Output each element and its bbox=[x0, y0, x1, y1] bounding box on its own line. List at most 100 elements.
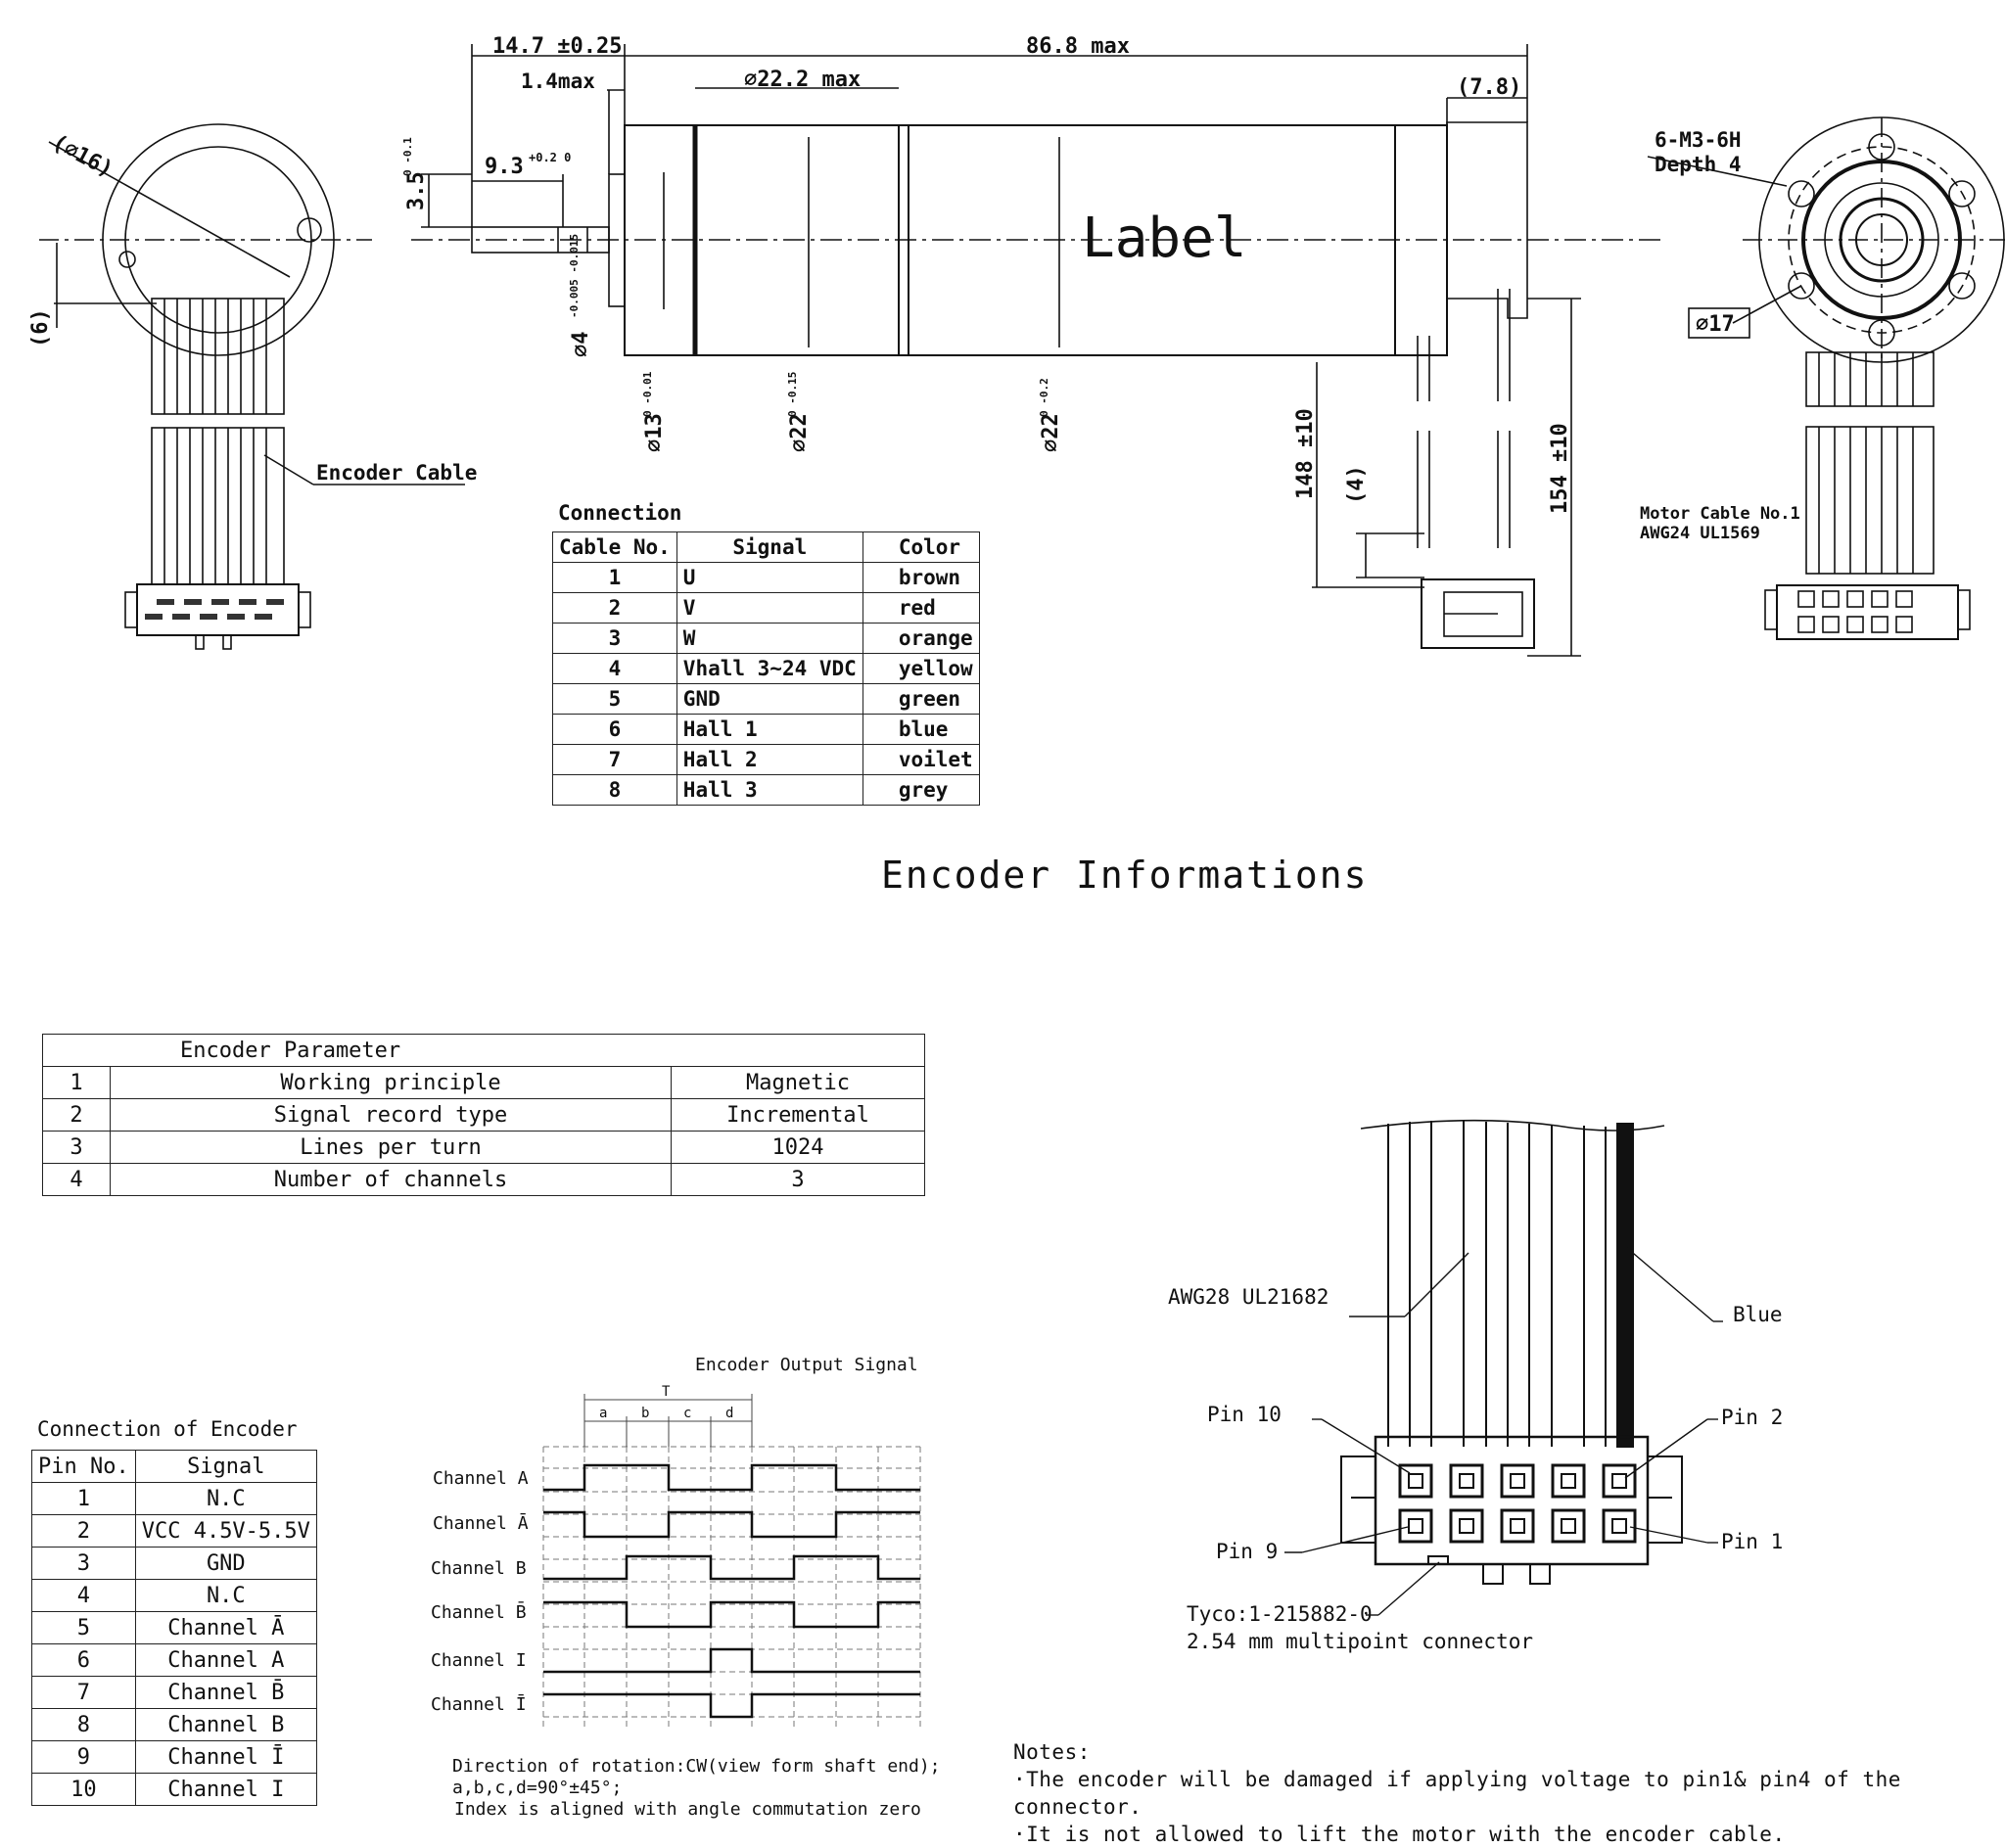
cell: voilet bbox=[862, 744, 980, 775]
dim-depth: Depth 4 bbox=[1655, 153, 1742, 176]
dim-22a-tol: 0 -0.15 bbox=[786, 372, 799, 417]
channel-label: Channel I bbox=[431, 1650, 527, 1671]
dim-22b: ∅22 bbox=[1039, 413, 1063, 452]
dim-9-3-tol: +0.2 0 bbox=[529, 151, 571, 164]
cell: Lines per turn bbox=[110, 1131, 672, 1164]
part-label: Tyco:1-215882-0 bbox=[1187, 1602, 1373, 1626]
cell: Hall 2 bbox=[676, 744, 863, 775]
pin10-label: Pin 10 bbox=[1207, 1403, 1282, 1426]
cell: 1 bbox=[31, 1482, 136, 1515]
cell: Working principle bbox=[110, 1066, 672, 1099]
cell: 1 bbox=[552, 562, 677, 593]
dim-16: (∅16) bbox=[48, 130, 117, 182]
dim-3-5: 3.5 bbox=[404, 171, 429, 210]
cell: N.C bbox=[134, 1579, 317, 1612]
dim-9-3: 9.3 bbox=[485, 155, 524, 179]
ribbon-wires-top bbox=[163, 299, 267, 414]
cell: 6 bbox=[552, 714, 677, 745]
dim-7-8: (7.8) bbox=[1457, 75, 1521, 100]
cell: Channel B̄ bbox=[134, 1676, 317, 1709]
cell: Channel I bbox=[134, 1773, 317, 1806]
signal-caption-2: a,b,c,d=90°±45°; bbox=[452, 1778, 622, 1798]
encoder-cable-label: Encoder Cable bbox=[316, 461, 477, 485]
cell: 1024 bbox=[671, 1131, 925, 1164]
cell: Number of channels bbox=[110, 1163, 672, 1196]
motor-label: Label bbox=[1082, 207, 1247, 270]
cell: 2 bbox=[552, 592, 677, 624]
channel-label: Channel A bbox=[433, 1468, 529, 1489]
cell: 6 bbox=[31, 1643, 136, 1677]
signal-title: Encoder Output Signal bbox=[695, 1355, 918, 1375]
signal-period: T bbox=[662, 1384, 671, 1400]
cell: U bbox=[676, 562, 863, 593]
cell: Channel B bbox=[134, 1708, 317, 1741]
dim-154: 154 ±10 bbox=[1548, 423, 1572, 514]
channel-label: Channel Ā bbox=[433, 1512, 529, 1534]
motor-cable-label-1: Motor Cable No.1 bbox=[1640, 504, 1800, 524]
segment-b: b bbox=[641, 1406, 649, 1421]
cell: yellow bbox=[862, 653, 980, 684]
cell: 4 bbox=[42, 1163, 111, 1196]
dim-22b-tol: 0 -0.2 bbox=[1038, 378, 1050, 417]
note-item: ·The encoder will be damaged if applying… bbox=[1013, 1768, 1901, 1819]
column-header: Cable No. bbox=[552, 531, 677, 563]
right-end-view bbox=[1647, 116, 2005, 640]
segment-a: a bbox=[599, 1406, 607, 1421]
cell: 8 bbox=[552, 774, 677, 806]
cell: Incremental bbox=[671, 1098, 925, 1132]
motor-side-view bbox=[411, 44, 1664, 657]
dim-1-4: 1.4max bbox=[521, 69, 595, 93]
cell: Vhall 3~24 VDC bbox=[676, 653, 863, 684]
signal-timing-grid bbox=[542, 1446, 921, 1728]
column-header: Signal bbox=[676, 531, 863, 563]
channel-label: Channel B bbox=[431, 1558, 527, 1579]
wire-label: AWG28 UL21682 bbox=[1168, 1285, 1329, 1309]
signal-caption-1: Direction of rotation:CW(view form shaft… bbox=[452, 1756, 941, 1777]
signal-waveforms bbox=[543, 1463, 920, 1719]
left-end-view bbox=[39, 123, 465, 650]
pin2-label: Pin 2 bbox=[1721, 1406, 1783, 1429]
pin9-label: Pin 9 bbox=[1216, 1540, 1278, 1563]
dim-148: 148 ±10 bbox=[1293, 408, 1318, 499]
cell: Hall 3 bbox=[676, 774, 863, 806]
cell: 1 bbox=[42, 1066, 111, 1099]
channel-label: Channel Ī bbox=[431, 1693, 527, 1715]
cell: 3 bbox=[31, 1547, 136, 1580]
cell: 3 bbox=[42, 1131, 111, 1164]
blue-label: Blue bbox=[1733, 1303, 1783, 1326]
cell: 2 bbox=[31, 1514, 136, 1548]
cell: W bbox=[676, 623, 863, 654]
cell: Signal record type bbox=[110, 1098, 672, 1132]
cell: Hall 1 bbox=[676, 714, 863, 745]
cell: 4 bbox=[31, 1579, 136, 1612]
cell: 2 bbox=[42, 1098, 111, 1132]
dim-m3: 6-M3-6H bbox=[1655, 128, 1742, 152]
cell: brown bbox=[862, 562, 980, 593]
cell: VCC 4.5V-5.5V bbox=[134, 1514, 317, 1548]
dim-3-5-tol: 0 -0.1 bbox=[401, 137, 414, 176]
dim-13: ∅13 bbox=[642, 413, 667, 452]
cell: red bbox=[862, 592, 980, 624]
motor-cable-label-2: AWG24 UL1569 bbox=[1640, 524, 1760, 543]
dim-14-7: 14.7 ±0.25 bbox=[492, 34, 622, 59]
cell: Channel A bbox=[134, 1643, 317, 1677]
channel-label: Channel B̄ bbox=[431, 1601, 527, 1623]
dim-22-2: ∅22.2 max bbox=[744, 68, 861, 92]
connection-title: Connection bbox=[558, 501, 682, 525]
cell: grey bbox=[862, 774, 980, 806]
notes: Notes: ·The encoder will be damaged if a… bbox=[1013, 1738, 2005, 1848]
cell: GND bbox=[134, 1547, 317, 1580]
signal-caption-3: Index is aligned with angle commutation … bbox=[454, 1799, 921, 1820]
